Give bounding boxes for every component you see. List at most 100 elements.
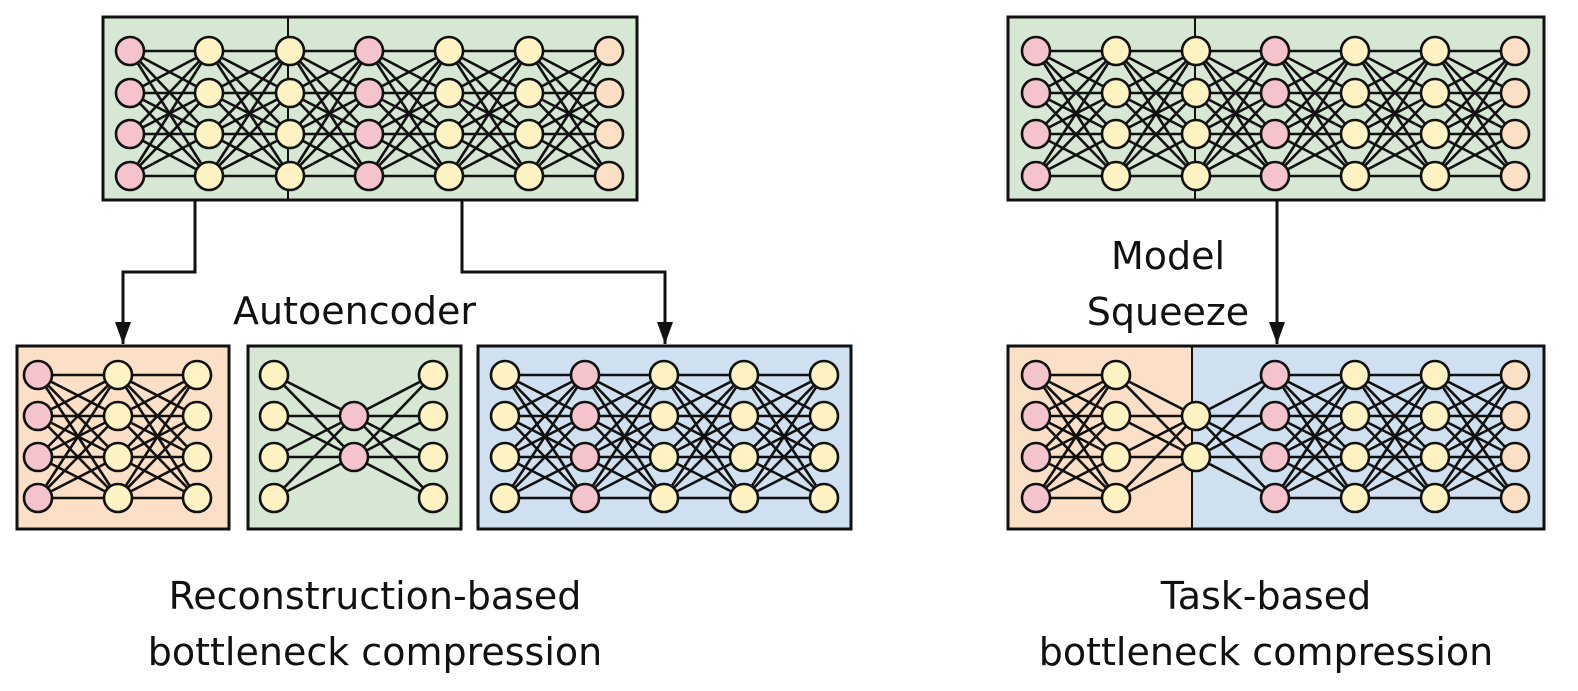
squeezed-model-node	[1339, 482, 1371, 514]
left-full-model-node	[114, 160, 146, 192]
autoencoder-node	[417, 482, 449, 514]
squeezed-model-edge	[1195, 374, 1276, 458]
tail-model-node	[489, 441, 521, 473]
left-full-model-node	[193, 77, 225, 109]
left-caption-line2: bottleneck compression	[147, 630, 603, 674]
autoencoder-edge	[273, 415, 355, 499]
right-full-model-node	[1339, 160, 1371, 192]
tail-model-edge	[584, 415, 665, 499]
right-full-model-edge	[1434, 50, 1516, 135]
squeezed-model-node	[1100, 441, 1132, 473]
left-full-model-node	[433, 35, 465, 67]
right-full-model-node	[1339, 118, 1371, 150]
right-full-model-node	[1020, 160, 1052, 192]
squeezed-model-edge	[1115, 415, 1197, 499]
tail-model-node	[648, 359, 680, 391]
squeezed-model-node	[1499, 359, 1531, 391]
tail-model-node	[808, 400, 840, 432]
left-full-model-edge	[289, 92, 370, 177]
autoencoder-node	[417, 400, 449, 432]
tail-model-node	[569, 441, 601, 473]
left-full-model-node	[433, 160, 465, 192]
tail-model-node	[489, 359, 521, 391]
left-full-model-node	[433, 118, 465, 150]
right-full-model-node	[1499, 35, 1531, 67]
left-full-model-node	[274, 118, 306, 150]
left-full-model-edge	[208, 92, 291, 177]
squeezed-model-edge	[1273, 374, 1357, 499]
right-full-model-node	[1180, 35, 1212, 67]
left-full-model-node	[513, 118, 545, 150]
autoencoder-node	[338, 441, 370, 473]
left-full-model-edge	[289, 50, 370, 135]
right-full-model-edge	[1035, 92, 1117, 177]
squeezed-model-edge	[1434, 415, 1516, 499]
right-full-model-edge	[1115, 92, 1197, 177]
tail-model-edge	[584, 374, 665, 458]
head-model-node	[22, 400, 54, 432]
right-full-model-node	[1020, 77, 1052, 109]
squeezed-model-node	[1419, 359, 1451, 391]
head-model-edge	[37, 415, 119, 499]
right-full-model-edge	[1195, 92, 1276, 177]
left-full-model-edge	[527, 50, 611, 177]
right-full-model-node	[1499, 160, 1531, 192]
squeezed-model-edge	[1274, 374, 1356, 458]
tail-model-node	[489, 482, 521, 514]
squeezed-model-node	[1100, 400, 1132, 432]
left-full-model-node	[353, 77, 385, 109]
left-full-model-node	[353, 118, 385, 150]
left-full-model-edge	[367, 50, 451, 177]
left-full-model-node	[114, 118, 146, 150]
right-full-model-edge	[1354, 92, 1436, 177]
tail-model-node	[808, 441, 840, 473]
squeezed-model-node	[1419, 482, 1451, 514]
left-full-model-node	[593, 160, 625, 192]
head-model-node	[22, 482, 54, 514]
autoencoder-node	[258, 400, 290, 432]
split-to-tail-arrow-head	[657, 322, 673, 344]
split-to-tail-arrow-line	[460, 200, 667, 344]
tail-model-edge	[663, 415, 745, 499]
left-full-model-edge	[368, 92, 450, 177]
head-model-edge	[36, 374, 120, 499]
squeezed-model-node	[1180, 400, 1212, 432]
right-full-model-node	[1259, 160, 1291, 192]
left-full-model-edge	[368, 50, 450, 135]
right-full-model-node	[1259, 77, 1291, 109]
head-model-edge	[116, 374, 199, 499]
squeezed-model-node	[1020, 441, 1052, 473]
tail-model-node	[728, 359, 760, 391]
left-full-model-edge	[448, 50, 530, 135]
autoencoder-node	[258, 482, 290, 514]
right-caption-line1: Task-based	[1160, 574, 1372, 618]
right-full-model-edge	[1274, 92, 1356, 177]
left-full-model-node	[353, 35, 385, 67]
squeezed-model-node	[1499, 441, 1531, 473]
right-full-model-node	[1100, 118, 1132, 150]
head-model-node	[102, 359, 134, 391]
squeezed-model-node	[1100, 482, 1132, 514]
right-full-model-node	[1100, 35, 1132, 67]
left-full-model-node	[353, 160, 385, 192]
tail-model-node	[569, 482, 601, 514]
right-full-model-edge	[1433, 50, 1517, 177]
squeezed-model-node	[1259, 441, 1291, 473]
tail-model-node	[569, 359, 601, 391]
tail-model-node	[489, 400, 521, 432]
right-full-model-node	[1020, 118, 1052, 150]
squeezed-model-edge	[1433, 374, 1517, 499]
head-model-node	[102, 482, 134, 514]
left-full-model-node	[274, 160, 306, 192]
head-model-node	[181, 441, 213, 473]
head-model-edge	[117, 374, 198, 458]
tail-model-node	[808, 482, 840, 514]
left-full-model-node	[593, 77, 625, 109]
head-model-node	[22, 441, 54, 473]
tail-model-node	[648, 400, 680, 432]
right-full-model-edge	[1353, 50, 1437, 177]
squeezed-model-node	[1419, 400, 1451, 432]
tail-model-edge	[504, 374, 586, 458]
right-full-model-node	[1100, 77, 1132, 109]
squeezed-model-node	[1419, 441, 1451, 473]
